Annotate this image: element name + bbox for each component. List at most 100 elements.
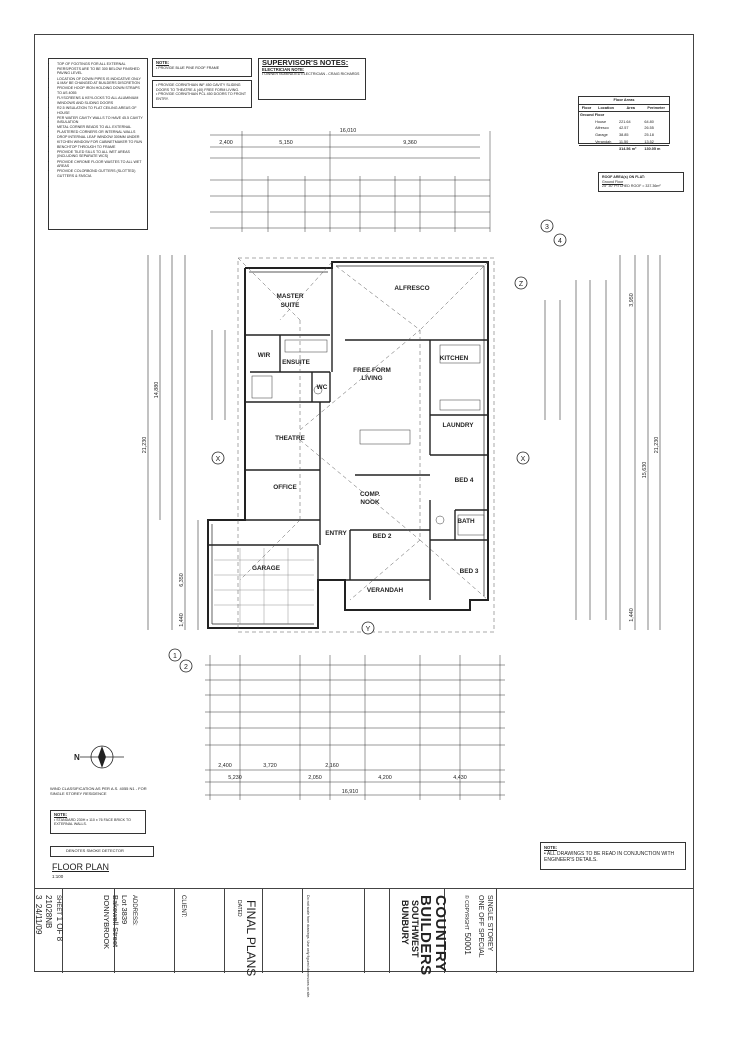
door-note-1-text: PROVIDE CORNITHIAN INF 450 CAVITY SLIDIN… xyxy=(156,83,241,92)
tb-title-text: FINAL PLANS xyxy=(244,900,258,977)
engineer-note-heading: NOTE: xyxy=(544,845,558,850)
roof-area-box: ROOF AREA(s) ON FLAT: Ground Floor 25° 3… xyxy=(598,172,684,192)
dim-top-seg-2: 5,150 xyxy=(279,140,293,146)
engineer-note-line: • ALL DRAWINGS TO BE READ IN CONJUNCTION… xyxy=(544,851,675,863)
room-master-label: MASTER xyxy=(277,293,304,300)
areas-header-cell: Location xyxy=(594,104,619,113)
general-note-item: R2.5 INSULATION TO FLAT CEILING AREAS OF… xyxy=(57,106,144,115)
door-note-2: • PROVIDE CORNITHIAN PCL 450 DOORS TO FR… xyxy=(156,92,246,102)
tb-design-text: ONE OFF SPECIAL xyxy=(477,895,484,958)
general-notes-list: TOP OF FOOTINGS FOR ALL EXTERNAL PIERS/P… xyxy=(52,62,144,179)
wind-note: WIND CLASSIFICATION AS PER A.S. 4055 N1 … xyxy=(50,786,160,799)
room-wir-label: WIR xyxy=(258,352,271,359)
areas-header-cell: Perimeter xyxy=(643,104,669,113)
door-note-2-text: PROVIDE CORNITHIAN PCL 450 DOORS TO FRON… xyxy=(156,92,246,102)
areas-cell: 42.57 xyxy=(619,126,629,131)
areas-group: Ground Floor xyxy=(580,113,605,118)
tb-sheet-value: 1 OF 8 xyxy=(55,916,64,942)
tb-company-1: COUNTRY xyxy=(432,895,449,973)
dim-bottom2-seg-3: 2,160 xyxy=(325,763,339,769)
dim-right-seg-2: 1,440 xyxy=(629,608,635,622)
brick-note-text: STANDARD 230H x 110 x 76 FACE BRICK TO E… xyxy=(54,817,131,827)
dim-top-seg-1: 2,400 xyxy=(219,140,233,146)
dim-right-total: 21,230 xyxy=(654,437,660,454)
room-bed2-label: BED 2 xyxy=(373,533,392,540)
areas-total-cell xyxy=(579,145,595,153)
title-block xyxy=(34,888,694,973)
plan-title: FLOOR PLAN xyxy=(52,862,110,872)
room-kitchen-label: KITCHEN xyxy=(440,355,469,362)
room-suite-label: SUITE xyxy=(281,302,301,309)
brick-note-line: • STANDARD 230H x 110 x 76 FACE BRICK TO… xyxy=(54,817,131,827)
tb-storey-text: SINGLE STOREY xyxy=(486,895,493,952)
roof-area-row: 25° 30' PITCHED ROOF = 337.36m² xyxy=(602,184,661,189)
general-note-item: FLYSCREENS & KEYLOCKS TO ALL ALUMINIUM W… xyxy=(57,96,144,105)
grid-marker-2: 2 xyxy=(184,664,188,671)
areas-cell: 64.80 xyxy=(644,119,654,124)
general-note-item: LOCATION OF DOWN PIPES IS INDICATIVE ONL… xyxy=(57,77,144,86)
tb-rev-no: 3 xyxy=(34,895,43,900)
tb-branch: SOUTHWEST BUNBURY xyxy=(400,900,420,958)
grid-marker-y: Y xyxy=(366,626,371,633)
room-nook-label: NOOK xyxy=(360,499,380,506)
electrician-title: ELECTRICIAN NOTE: xyxy=(262,66,305,72)
room-garage-label: GARAGE xyxy=(252,565,281,572)
door-note-1: • PROVIDE CORNITHIAN INF 450 CAVITY SLID… xyxy=(156,83,241,92)
dim-left-sub: 14,880 xyxy=(154,382,160,399)
dim-left-seg-2: 1,440 xyxy=(179,613,185,627)
tb-rev: 3 24/11/09 xyxy=(34,895,43,934)
general-note-item: PROVIDE TILED SILLS TO ALL WET AREAS (IN… xyxy=(57,150,144,159)
north-arrow: N xyxy=(74,745,124,769)
tb-design-no: 50001 xyxy=(463,932,472,955)
tb-copyright-body: Do not scale from drawings. Use only fig… xyxy=(306,895,310,999)
engineer-note: NOTE: • ALL DRAWINGS TO BE READ IN CONJU… xyxy=(540,842,686,870)
grid-marker-3: 3 xyxy=(545,224,549,231)
areas-cell: 13.52 xyxy=(644,139,654,144)
room-comp-label: COMP. xyxy=(360,491,380,498)
tb-title: FINAL PLANS xyxy=(244,900,258,976)
general-note-item: PER WATER CAVITY WALLS TO HAVE 45.5 CAVI… xyxy=(57,116,144,125)
tb-address: ADDRESS: Lot 3839 Bakewell Street DONNYB… xyxy=(102,895,138,949)
room-freeform-label: FREE FORM xyxy=(353,367,391,374)
tb-copyright-label: © COPYRIGHT 50001 xyxy=(463,895,472,955)
electrician-note-text: OWNER NOMINATED ELECTRICIAN - CRAIG RICH… xyxy=(264,72,360,77)
general-note-item: TOP OF FOOTINGS FOR ALL EXTERNAL PIERS/P… xyxy=(57,62,144,76)
wind-note-text: WIND CLASSIFICATION AS PER A.S. 4055 N1 … xyxy=(50,786,147,796)
areas-cell: House xyxy=(595,119,607,124)
dim-left-total: 21,230 xyxy=(142,437,148,454)
tb-dated: DATED xyxy=(236,900,242,917)
areas-cell: 25.18 xyxy=(644,132,654,137)
brick-note: NOTE: • STANDARD 230H x 110 x 76 FACE BR… xyxy=(50,810,146,834)
room-bed4-label: BED 4 xyxy=(455,477,474,484)
grid-marker-z: Z xyxy=(519,281,524,288)
grid-marker-x-left: X xyxy=(216,456,221,463)
areas-header-cell: Floor xyxy=(579,104,595,113)
areas-total-cell xyxy=(594,145,619,153)
dim-top-seg-3: 9,360 xyxy=(403,140,417,146)
dim-bottom2-seg-1: 2,400 xyxy=(218,763,232,769)
dim-bottom-total: 16,910 xyxy=(342,789,359,795)
room-living-label: LIVING xyxy=(361,375,382,382)
tb-storey: SINGLE STOREY ONE OFF SPECIAL xyxy=(476,895,494,958)
tb-company-4: BUNBURY xyxy=(400,900,410,945)
room-bed3-label: BED 3 xyxy=(460,568,479,575)
room-alfresco-label: ALFRESCO xyxy=(394,285,429,292)
room-theatre-label: THEATRE xyxy=(275,435,305,442)
tb-job: 21028NB xyxy=(44,895,53,928)
electrician-note: • OWNER NOMINATED ELECTRICIAN - CRAIG RI… xyxy=(262,72,360,77)
tb-town: DONNYBROOK xyxy=(102,895,111,950)
tb-address-label: ADDRESS: xyxy=(131,895,137,926)
room-bath-label: BATH xyxy=(457,518,475,525)
areas-cell: 26.55 xyxy=(644,126,654,131)
dim-bottom-seg-2: 2,050 xyxy=(308,775,322,781)
areas-total-cell: 130.05 m xyxy=(643,145,669,153)
tb-company: COUNTRY BUILDERS xyxy=(417,895,449,976)
grid-marker-x-right: X xyxy=(521,456,526,463)
room-entry-label: ENTRY xyxy=(325,530,347,537)
areas-title: Floor Areas xyxy=(579,97,669,105)
